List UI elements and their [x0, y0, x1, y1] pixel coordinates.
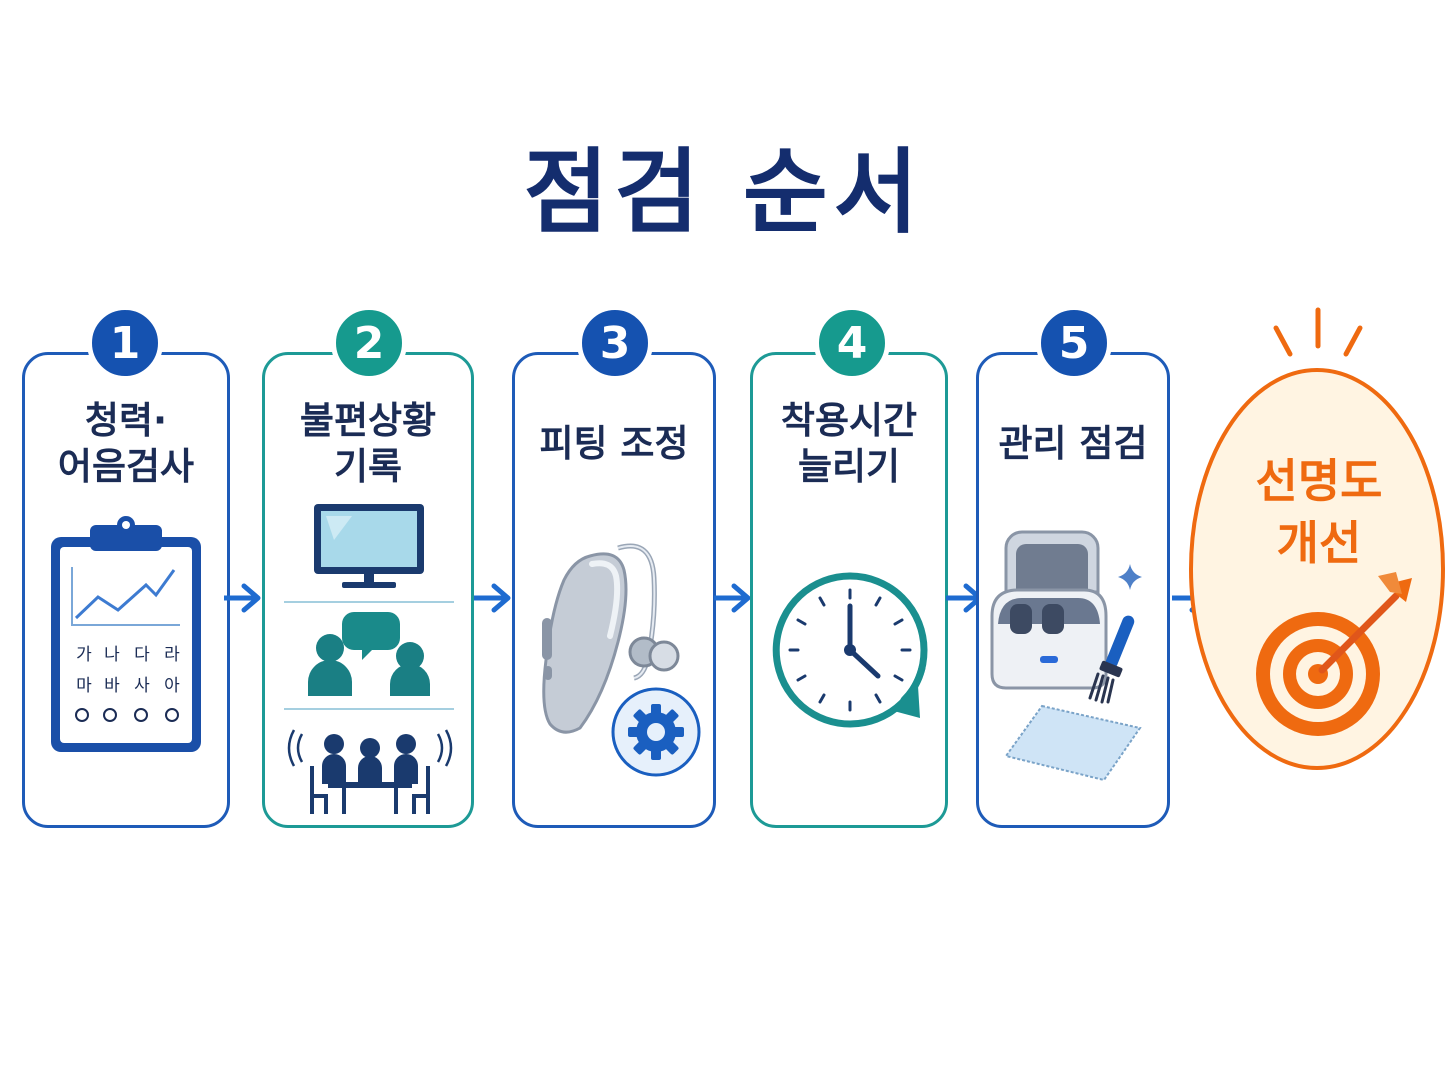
cloth-icon [1004, 704, 1142, 782]
chart-char-1-4: 라 [164, 645, 180, 665]
arrow-icon-2 [474, 583, 511, 613]
step-label-4-line2: 늘리기 [797, 445, 901, 488]
step-badge-5: 5 [1036, 305, 1112, 381]
clock-icon [772, 572, 928, 728]
step-label-4-line1: 착용시간 [780, 399, 918, 442]
chart-char-2-1: 마 [76, 676, 92, 696]
hearing-aid-icon [542, 543, 680, 734]
step-label-2: 불편상황 기록 [262, 398, 474, 490]
brush-icon [1088, 615, 1135, 704]
group-meeting-icon [287, 729, 453, 814]
chart-char-1-1: 가 [76, 645, 92, 665]
step-label-5: 관리 점검 [998, 422, 1148, 465]
chart-char-2-2: 바 [104, 676, 120, 696]
result-label-line1: 선명도 [1255, 454, 1383, 508]
step-badge-4: 4 [814, 305, 890, 381]
result-oval [1189, 368, 1445, 770]
step-badge-3: 3 [577, 305, 653, 381]
chart-char-2-4: 아 [164, 676, 180, 696]
chart-char-1-3: 다 [134, 645, 150, 665]
step-label-2-line2: 기록 [333, 445, 403, 488]
case-icon [990, 530, 1108, 690]
page-title: 점검 순서 [523, 139, 925, 246]
step-badge-1: 1 [87, 305, 163, 381]
conversation-icon [308, 612, 430, 696]
divider-2 [284, 708, 454, 710]
chart-char-2-3: 사 [134, 676, 150, 696]
result-label: 선명도 개선 [1190, 450, 1448, 574]
step-label-2-line1: 불편상황 [299, 399, 437, 442]
step-label-4: 착용시간 늘리기 [750, 398, 948, 490]
target-icon [1256, 572, 1412, 736]
gear-icon [611, 687, 701, 777]
burst-lines-icon [1273, 307, 1363, 357]
arrow-icon-1 [224, 583, 261, 613]
result-label-line2: 개선 [1276, 516, 1362, 570]
step-badge-2: 2 [331, 305, 407, 381]
divider-1 [284, 601, 454, 603]
step-label-3: 피팅 조정 [539, 422, 689, 465]
step-label-1-line1: 청력· [84, 399, 168, 442]
monitor-icon [314, 504, 424, 588]
step-label-1: 청력· 어음검사 [22, 398, 230, 490]
sparkle-icon [1118, 564, 1142, 590]
chart-char-1-2: 나 [104, 645, 120, 665]
step-label-1-line2: 어음검사 [57, 445, 195, 488]
arrow-icon-3 [714, 583, 751, 613]
clipboard-chart-icon: 가 나 다 라 마 바 사 아 [51, 516, 201, 752]
